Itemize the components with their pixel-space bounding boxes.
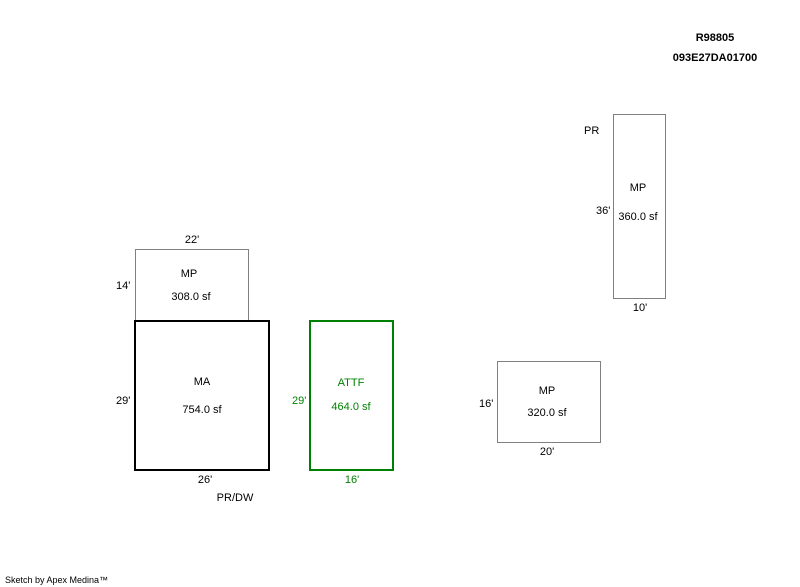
area-mp-2-code: MP	[629, 182, 647, 194]
area-mp-3-width: 20'	[539, 446, 555, 458]
area-ma-code: MA	[193, 376, 211, 388]
area-ma	[134, 320, 270, 471]
area-mp-3	[497, 361, 601, 443]
map-number: 093E27DA01700	[672, 52, 758, 64]
pr-label: PR	[584, 125, 600, 137]
area-mp-1-depth: 14'	[116, 280, 131, 292]
area-mp-1-code: MP	[180, 268, 198, 280]
area-attf-size: 464.0 sf	[331, 401, 371, 413]
area-attf	[309, 320, 394, 471]
area-mp-3-code: MP	[538, 385, 556, 397]
area-mp-1-size: 308.0 sf	[171, 291, 211, 303]
area-ma-size: 754.0 sf	[182, 404, 222, 416]
pr-dw-label: PR/DW	[216, 492, 254, 504]
area-attf-depth: 29'	[292, 395, 307, 407]
sketch-credit: Sketch by Apex Medina™	[5, 575, 109, 585]
area-attf-code: ATTF	[337, 377, 365, 389]
area-attf-width: 16'	[344, 474, 360, 486]
area-mp-3-size: 320.0 sf	[527, 407, 567, 419]
parcel-id: R98805	[695, 32, 735, 44]
area-ma-depth: 29'	[116, 395, 131, 407]
area-mp-1	[135, 249, 249, 322]
area-mp-3-depth: 16'	[479, 398, 494, 410]
area-mp-1-width: 22'	[184, 234, 200, 246]
area-ma-width: 26'	[197, 474, 213, 486]
area-mp-2-size: 360.0 sf	[618, 211, 658, 223]
area-mp-2	[613, 114, 666, 299]
area-mp-2-depth: 36'	[596, 205, 611, 217]
area-mp-2-width: 10'	[632, 302, 648, 314]
